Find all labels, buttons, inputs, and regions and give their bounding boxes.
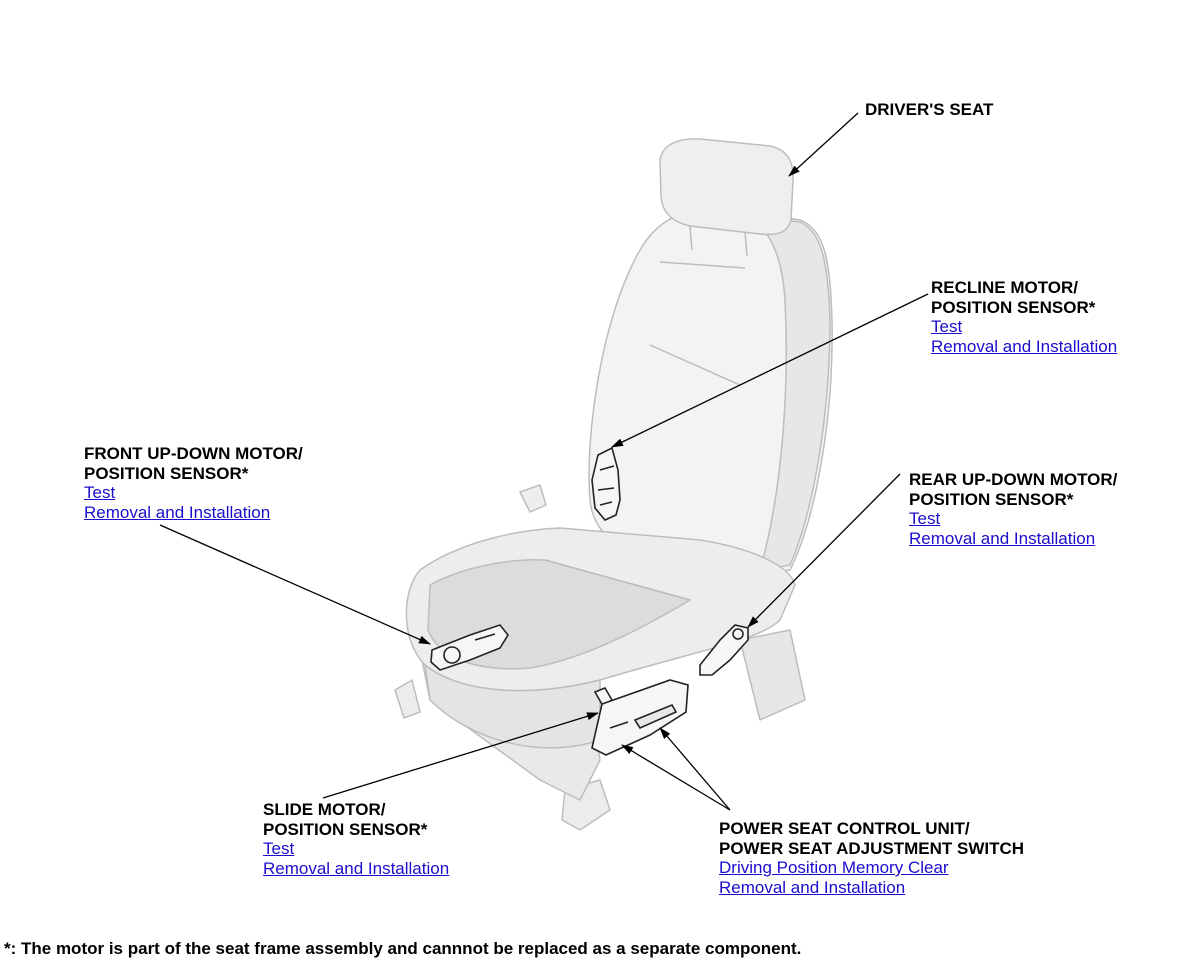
callout-recline-motor: RECLINE MOTOR/ POSITION SENSOR* Test Rem… — [931, 278, 1117, 356]
callout-rear-updown-motor: REAR UP-DOWN MOTOR/ POSITION SENSOR* Tes… — [909, 470, 1117, 548]
seat-illustration — [394, 138, 833, 831]
rear-updown-motor-shape[interactable] — [699, 624, 749, 676]
slide-removal-link[interactable]: Removal and Installation — [263, 858, 450, 878]
recline-title-line2: POSITION SENSOR* — [931, 297, 1096, 317]
rear-updown-title-line2: POSITION SENSOR* — [909, 489, 1074, 509]
leader-recline — [611, 293, 929, 448]
rear-updown-test-link[interactable]: Test — [909, 509, 941, 528]
slide-title-line2: POSITION SENSOR* — [263, 819, 428, 839]
slide-motor-and-control-unit-shape[interactable] — [591, 679, 689, 756]
control-unit-title-line2: POWER SEAT ADJUSTMENT SWITCH — [719, 838, 1025, 858]
control-unit-memory-clear-link[interactable]: Driving Position Memory Clear — [719, 858, 949, 877]
control-unit-removal-link[interactable]: Removal and Installation — [719, 877, 906, 897]
leader-control-unit-b — [659, 727, 731, 811]
rear-updown-removal-link[interactable]: Removal and Installation — [909, 528, 1096, 548]
control-unit-title-line1: POWER SEAT CONTROL UNIT/ — [719, 819, 970, 838]
recline-title-line1: RECLINE MOTOR/ — [931, 278, 1079, 297]
recline-removal-link[interactable]: Removal and Installation — [931, 336, 1118, 356]
slide-test-link[interactable]: Test — [263, 839, 295, 858]
front-updown-removal-link[interactable]: Removal and Installation — [84, 502, 271, 522]
leader-slide — [322, 712, 599, 799]
callout-control-unit: POWER SEAT CONTROL UNIT/ POWER SEAT ADJU… — [719, 819, 1024, 897]
callout-drivers-seat: DRIVER'S SEAT — [865, 100, 993, 120]
drivers-seat-label: DRIVER'S SEAT — [865, 100, 994, 119]
leader-front-updown — [159, 524, 431, 645]
leader-drivers-seat — [788, 112, 859, 177]
leader-control-unit-a — [621, 744, 731, 811]
footnote: *: The motor is part of the seat frame a… — [4, 939, 802, 958]
front-updown-motor-shape[interactable] — [430, 624, 509, 671]
recline-test-link[interactable]: Test — [931, 317, 963, 336]
leader-rear-updown — [747, 473, 901, 628]
slide-title-line1: SLIDE MOTOR/ — [263, 800, 386, 819]
recline-motor-shape[interactable] — [591, 446, 621, 521]
rear-updown-title-line1: REAR UP-DOWN MOTOR/ — [909, 470, 1118, 489]
front-updown-title-line1: FRONT UP-DOWN MOTOR/ — [84, 444, 303, 463]
callout-front-updown-motor: FRONT UP-DOWN MOTOR/ POSITION SENSOR* Te… — [84, 444, 303, 522]
front-updown-title-line2: POSITION SENSOR* — [84, 463, 249, 483]
callout-slide-motor: SLIDE MOTOR/ POSITION SENSOR* Test Remov… — [263, 800, 449, 878]
front-updown-test-link[interactable]: Test — [84, 483, 116, 502]
